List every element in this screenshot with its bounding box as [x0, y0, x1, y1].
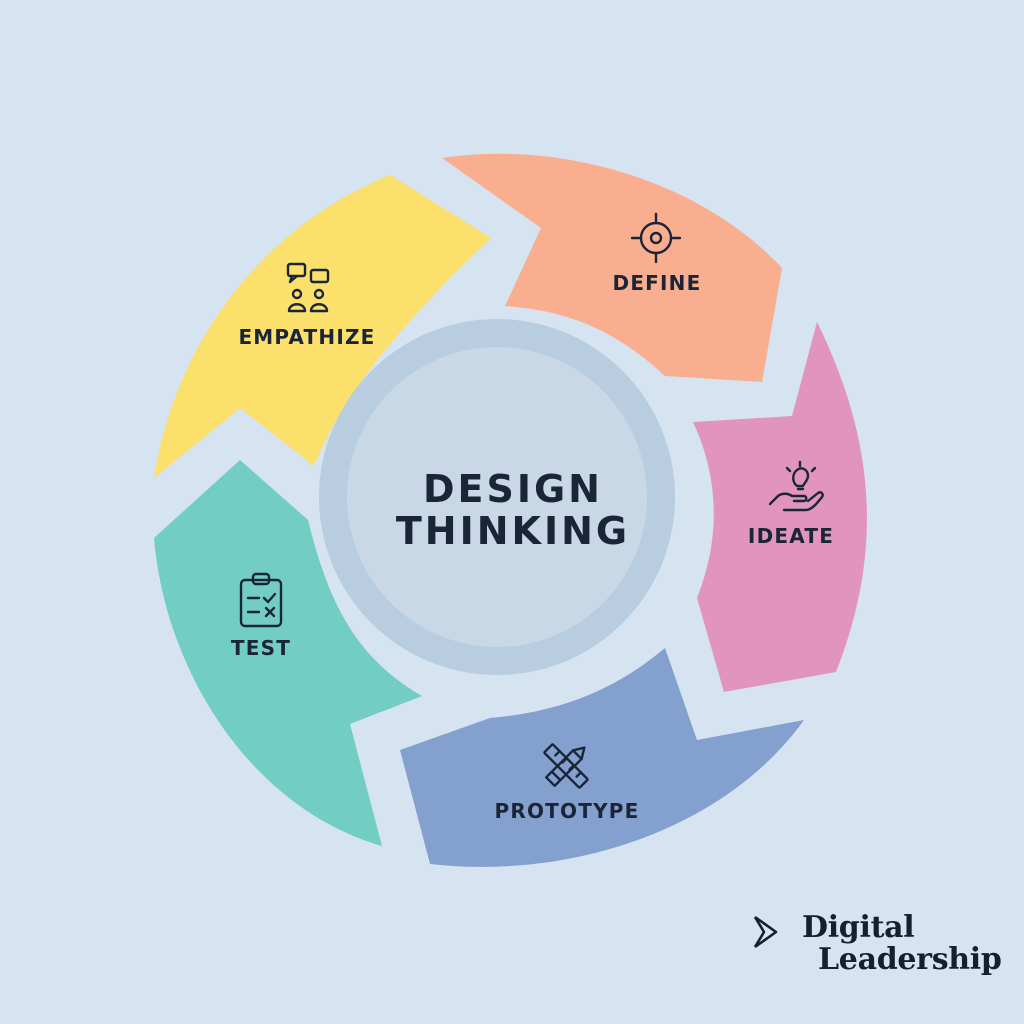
segment-ideate-shape [693, 322, 867, 692]
center-title-line2: THINKING [396, 509, 630, 553]
lightbulb-hand-icon [768, 460, 824, 512]
segment-prototype: PROTOTYPE [400, 648, 804, 867]
segment-empathize-shape [154, 175, 491, 478]
test-label: TEST [231, 636, 291, 660]
chevron-arrow-logo-icon [753, 915, 778, 949]
segment-define: DEFINE [442, 153, 782, 382]
center-title-line1: DESIGN [423, 467, 603, 511]
brand-logo: Digital Leadership [752, 912, 1002, 982]
brand-wordmark: Digital Leadership [802, 912, 1002, 976]
prototype-label: PROTOTYPE [495, 799, 640, 823]
center-hub: DESIGN THINKING [319, 319, 675, 675]
empathize-label: EMPATHIZE [238, 325, 375, 349]
segment-empathize: EMPATHIZE [154, 175, 491, 478]
brand-name-line1: Digital [802, 910, 915, 945]
brand-name-line2: Leadership [818, 942, 1002, 977]
pencil-ruler-icon [543, 743, 589, 789]
target-crosshair-icon [630, 212, 682, 264]
clipboard-checklist-icon [239, 572, 283, 628]
center-disc [347, 347, 647, 647]
define-label: DEFINE [613, 271, 702, 295]
empathize-people-chat-icon [286, 262, 330, 313]
segment-prototype-shape [400, 648, 804, 867]
segment-ideate: IDEATE [693, 322, 867, 692]
segment-test: TEST [154, 460, 422, 846]
segment-test-shape [154, 460, 422, 846]
ideate-label: IDEATE [748, 524, 834, 548]
segment-define-shape [442, 153, 782, 382]
